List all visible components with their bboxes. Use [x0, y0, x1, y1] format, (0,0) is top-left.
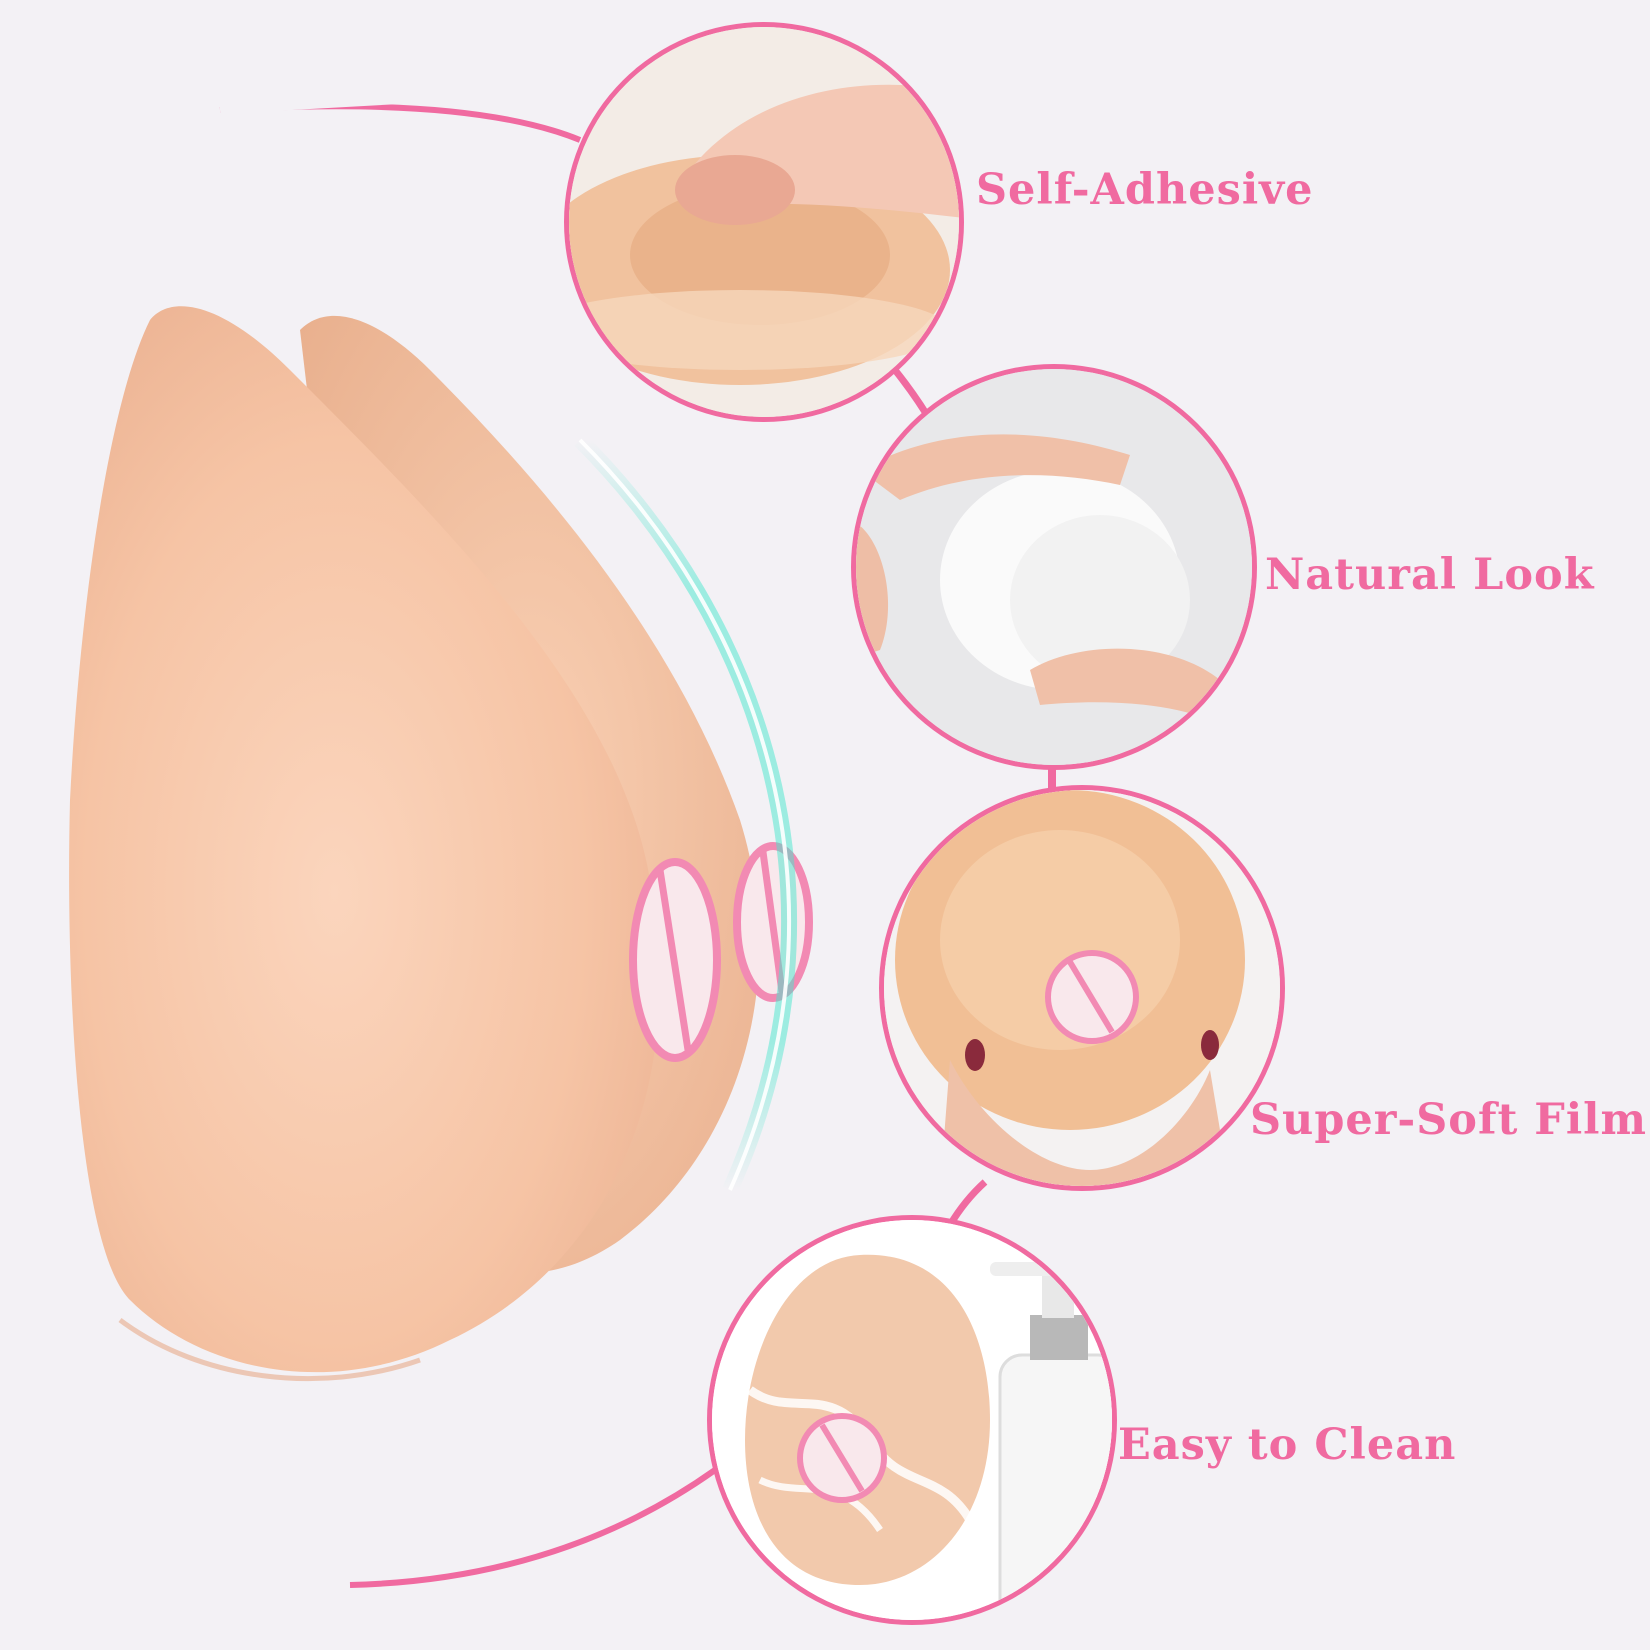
feature-image-super-soft-film: [879, 785, 1285, 1191]
glow-arc: [574, 434, 797, 1194]
feature-label-natural-look: Natural Look: [1265, 550, 1595, 600]
feature-label-easy-to-clean: Easy to Clean: [1118, 1420, 1457, 1470]
feature-label-self-adhesive: Self-Adhesive: [976, 165, 1314, 215]
feature-image-self-adhesive: [564, 22, 964, 422]
feature-image-natural-look: [851, 364, 1257, 770]
feature-image-easy-to-clean: [707, 1215, 1117, 1625]
silicone-form-front: [69, 306, 660, 1382]
feature-label-super-soft-film: Super-Soft Film: [1250, 1095, 1648, 1145]
